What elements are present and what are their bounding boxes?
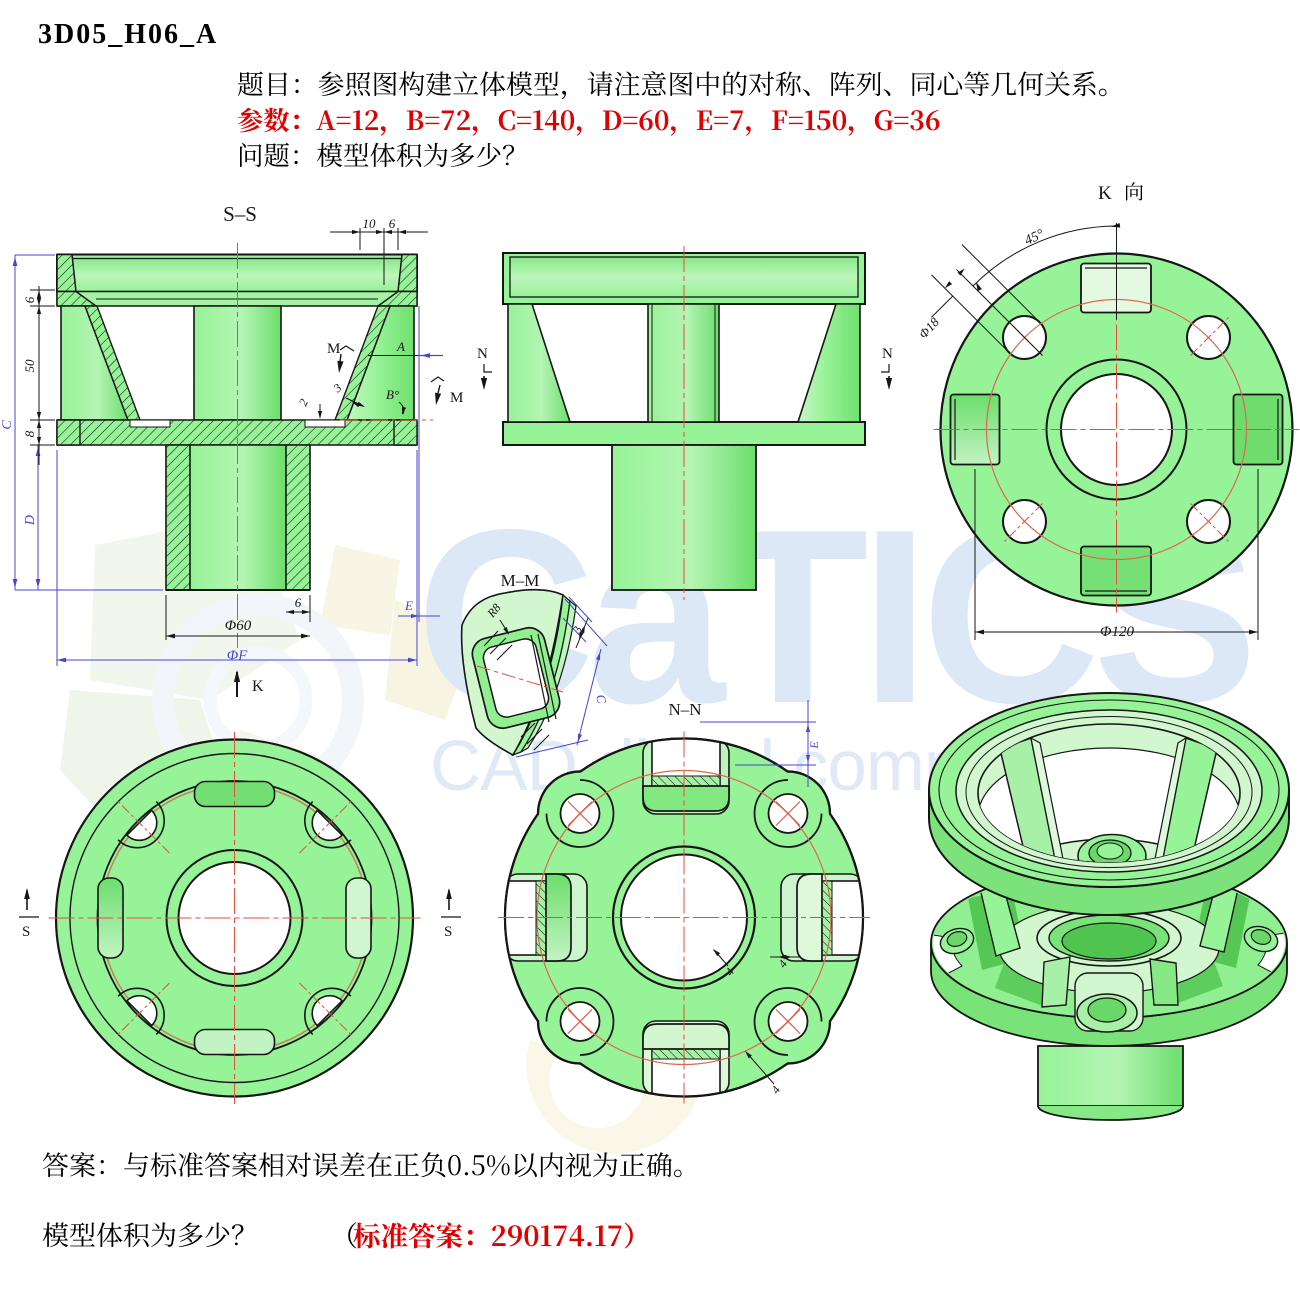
svg-text:2: 2 <box>296 397 311 408</box>
svg-text:3: 3 <box>330 381 344 396</box>
svg-text:C: C <box>0 420 15 430</box>
svg-text:K: K <box>252 678 264 695</box>
svg-text:ΦF: ΦF <box>227 648 248 664</box>
svg-text:N–N: N–N <box>668 700 701 719</box>
svg-text:S–S: S–S <box>223 202 257 226</box>
svg-text:S: S <box>22 924 30 940</box>
svg-text:Φ120: Φ120 <box>1100 624 1134 640</box>
svg-text:M–M: M–M <box>501 571 540 590</box>
svg-text:Φ60: Φ60 <box>225 618 252 634</box>
svg-text:45°: 45° <box>1022 227 1046 249</box>
svg-text:C: C <box>593 693 610 705</box>
svg-text:6: 6 <box>295 595 302 610</box>
svg-text:M: M <box>450 390 463 406</box>
svg-text:3: 3 <box>569 624 585 635</box>
svg-text:6: 6 <box>22 296 37 303</box>
svg-text:E: E <box>807 741 821 750</box>
svg-text:S: S <box>444 924 452 940</box>
svg-text:50: 50 <box>22 359 37 373</box>
svg-text:M: M <box>327 341 340 357</box>
svg-text:6: 6 <box>389 216 396 231</box>
svg-text:B°: B° <box>386 387 399 402</box>
svg-text:4: 4 <box>768 1083 783 1096</box>
svg-text:N: N <box>882 346 893 362</box>
svg-text:Φ18: Φ18 <box>915 314 942 341</box>
svg-text:8: 8 <box>22 430 37 437</box>
svg-text:K: K <box>1098 183 1112 204</box>
svg-text:A: A <box>396 339 405 354</box>
svg-text:10: 10 <box>363 216 377 231</box>
svg-text:E: E <box>404 598 413 613</box>
svg-text:N: N <box>477 346 488 362</box>
svg-text:3D05_H06_A: 3D05_H06_A <box>38 19 218 50</box>
svg-text:D: D <box>23 515 38 526</box>
